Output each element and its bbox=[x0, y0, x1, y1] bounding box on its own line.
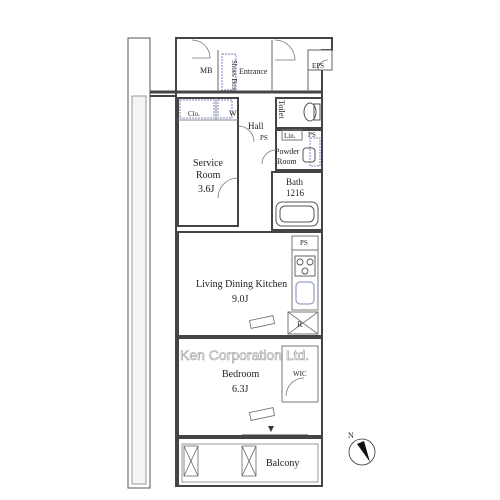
label-w: W bbox=[229, 109, 237, 118]
label-ldk: Living Dining Kitchen bbox=[196, 279, 287, 290]
label-bath: Bath bbox=[286, 177, 303, 187]
label-clo: Clo. bbox=[188, 110, 200, 118]
label-mb: MB bbox=[200, 66, 212, 75]
fixtures bbox=[179, 53, 321, 167]
label-powder-room-2: Room bbox=[277, 157, 297, 166]
label-service-room-2: Room bbox=[196, 170, 221, 181]
walls bbox=[127, 37, 333, 489]
label-toilet: Toilet bbox=[277, 100, 286, 119]
label-bedroom-size: 6.3J bbox=[232, 384, 249, 395]
windows bbox=[183, 315, 276, 477]
label-service-room-size: 3.6J bbox=[198, 184, 215, 195]
label-hall: Hall bbox=[248, 121, 264, 131]
label-wic: WIC bbox=[293, 370, 307, 378]
label-ps-kitchen: PS bbox=[300, 239, 308, 247]
bathtub-icon bbox=[275, 201, 319, 227]
compass-label: N bbox=[348, 431, 354, 440]
toilet-icon bbox=[303, 102, 321, 122]
north-arrow-icon: N bbox=[348, 431, 376, 466]
fridge-icon bbox=[287, 311, 319, 335]
label-eps: EPS bbox=[312, 62, 324, 70]
entry-marker bbox=[268, 426, 274, 432]
door-swing-icon bbox=[191, 39, 329, 397]
sink-icon bbox=[302, 147, 316, 163]
label-ldk-size: 9.0J bbox=[232, 294, 249, 305]
sink-icon bbox=[295, 281, 315, 305]
label-entrance: Entrance bbox=[239, 67, 268, 76]
label-bath-size: 1216 bbox=[286, 188, 305, 198]
label-ps-toilet: PS bbox=[308, 131, 316, 139]
label-shoes-box: Shoes Box bbox=[230, 60, 238, 91]
label-lin: Lin. bbox=[284, 132, 296, 140]
stove-icon bbox=[294, 255, 316, 277]
label-service-room-1: Service bbox=[193, 158, 224, 169]
label-powder-room-1: Powder bbox=[275, 147, 300, 156]
label-balcony: Balcony bbox=[266, 458, 299, 469]
label-ps-hall: PS bbox=[260, 134, 268, 142]
watermark: Ken Corporation Ltd. bbox=[180, 347, 309, 363]
label-r: R bbox=[297, 320, 303, 329]
label-bedroom: Bedroom bbox=[222, 369, 259, 380]
